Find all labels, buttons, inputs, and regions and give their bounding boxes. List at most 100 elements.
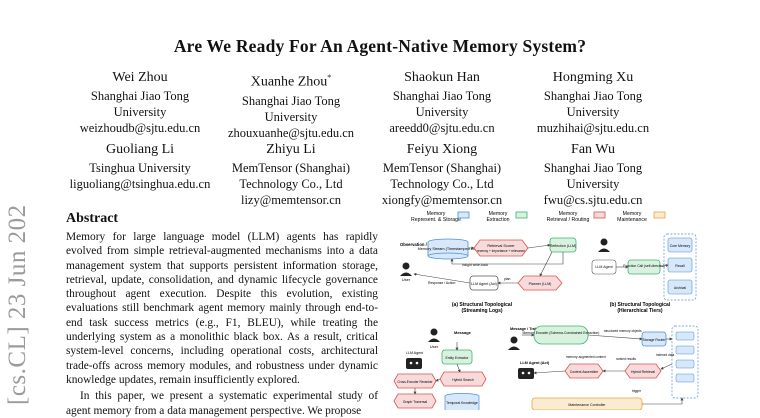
author-email[interactable]: zhouxuanhe@sjtu.edu.cn (227, 125, 355, 140)
user-icon (428, 328, 440, 342)
author-name: Xuanhe Zhou* (250, 73, 332, 90)
node-hybrid-search: Hybrid Search (439, 371, 487, 387)
svg-text:Represent. & Storage: Represent. & Storage (411, 217, 461, 223)
author-name: Feiyu Xiong (406, 142, 478, 157)
author-card: Zhiyu Li MemTensor (Shanghai) Technology… (206, 142, 376, 208)
author-card: Xuanhe Zhou* Shanghai Jiao Tong Universi… (206, 70, 376, 141)
node-retrieval-scorer: Retrieval Scorer recency + importance + … (473, 239, 529, 257)
author-name: Wei Zhou (112, 70, 168, 85)
author-affiliation: MemTensor (Shanghai) (382, 161, 502, 175)
node-observation: Observation / Experience (400, 242, 451, 247)
author-name: Hongming Xu (552, 70, 634, 85)
author-affiliation: University (264, 109, 318, 124)
svg-text:Memory: Memory (489, 211, 508, 217)
edge-label-augmented: memory-augmented context (566, 355, 606, 359)
author-affiliation: Shanghai Jiao Tong (543, 89, 643, 103)
author-affiliation: Technology Co., Ltd (390, 177, 494, 191)
author-card: Wei Zhou Shanghai Jiao Tong University w… (55, 70, 225, 136)
svg-text:Core Memory: Core Memory (670, 244, 691, 248)
author-affiliation: Shanghai Jiao Tong (392, 89, 492, 103)
node-recall: Recall (667, 257, 693, 273)
svg-text:Memory: Memory (427, 211, 446, 217)
author-email[interactable]: areedd0@sjtu.edu.cn (389, 121, 495, 135)
node-llm-agent: LLM Agent (Act) (469, 275, 499, 291)
author-email[interactable]: lizy@memtensor.cn (240, 193, 342, 207)
author-name: Zhiyu Li (266, 142, 316, 157)
node-planner: Planner (LLM) (517, 275, 563, 291)
author-name: Shaokun Han (404, 70, 480, 85)
node-llm-agent: LLM Agent (595, 265, 612, 269)
author-email[interactable]: fwu@cs.sjtu.edu.cn (543, 193, 643, 207)
node-temporal-knowledge: Temporal Knowledge (444, 393, 480, 410)
svg-text:Context Assembler: Context Assembler (570, 370, 599, 374)
edge-label-indexed: indexed data (656, 353, 674, 357)
svg-text:Recall: Recall (675, 264, 685, 268)
author-affiliation: Shanghai Jiao Tong (543, 161, 643, 175)
svg-text:Reflection (LLM): Reflection (LLM) (550, 244, 576, 248)
abstract-paragraph: Memory for large language model (LLM) ag… (66, 231, 378, 386)
svg-text:Cross-Encoder Reranker: Cross-Encoder Reranker (397, 380, 433, 384)
node-message: Message (454, 330, 472, 335)
corresponding-mark: * (327, 73, 332, 82)
panel-b-caption: (Hierarchical Tiers) (617, 308, 663, 314)
node-user: User (402, 277, 411, 282)
abstract-body: Memory for large language model (LLM) ag… (66, 230, 378, 418)
svg-text:Hybrid Retrieval: Hybrid Retrieval (631, 370, 655, 374)
author-card: Hongming Xu Shanghai Jiao Tong Universit… (508, 70, 678, 136)
paper-title: Are We Ready For An Agent-Native Memory … (173, 36, 587, 56)
svg-text:recency + importance + relevan: recency + importance + relevance (477, 249, 525, 253)
author-affiliation: Technology Co., Ltd (239, 177, 343, 191)
robot-icon (518, 368, 534, 379)
svg-text:LLM Agent (Act): LLM Agent (Act) (471, 282, 497, 286)
node-entity-extractor: Entity Extractor (441, 349, 473, 365)
edge-label-trigger: trigger (632, 389, 642, 393)
panel-a: Observation / Experience Memory Stream (… (400, 237, 577, 314)
edge-label-plan: plan (504, 277, 511, 281)
svg-text:Planner (LLM): Planner (LLM) (529, 282, 552, 286)
node-reflection: Reflection (LLM) (549, 237, 577, 253)
author-name: Fan Wu (571, 142, 615, 157)
legend-entry: Memory Represent. & Storage (411, 211, 470, 223)
node-hybrid-retrieval: Hybrid Retrieval (624, 363, 662, 379)
author-email[interactable]: liguoliang@tsinghua.edu.cn (69, 177, 211, 191)
author-email[interactable]: muzhihai@sjtu.edu.cn (536, 121, 650, 135)
author-affiliation: University (566, 177, 620, 191)
author-card: Guoliang Li Tsinghua University liguolia… (55, 142, 225, 192)
database-icon (427, 238, 469, 260)
svg-text:Archival: Archival (674, 286, 686, 290)
arxiv-identifier: [cs.CL] 23 Jun 2026 (4, 205, 31, 405)
figure-legend: Memory Represent. & Storage Memory Extra… (411, 211, 666, 223)
edge-label-response: Response / Action (428, 281, 455, 285)
node-archival: Archival (667, 279, 693, 295)
svg-text:Function Call (self-directed): Function Call (self-directed) (623, 264, 664, 268)
node-core-memory: Core Memory (667, 237, 693, 253)
panel-c: Message User LLM Agent Entity Extractor … (393, 325, 699, 410)
svg-text:Temporal Knowledge: Temporal Knowledge (446, 401, 478, 405)
abstract-section: Abstract Memory for large language model… (66, 211, 378, 418)
node-storage-router: Storage Router (641, 331, 667, 347)
edge-label-structured: structured memory objects (604, 329, 642, 333)
node-function-call: Function Call (self-directed) (623, 259, 665, 275)
node-llm-act: LLM Agent (Act) (520, 361, 550, 365)
author-affiliation: University (415, 105, 469, 119)
node-trajectory: Message / Trajectory (510, 327, 548, 331)
svg-text:Storage Router: Storage Router (643, 338, 667, 342)
svg-text:Retrieval / Routing: Retrieval / Routing (547, 217, 590, 223)
author-card: Fan Wu Shanghai Jiao Tong University fwu… (508, 142, 678, 208)
node-llm-agent: LLM Agent (406, 351, 423, 355)
panel-a-caption: (Streaming Logs) (461, 308, 502, 314)
user-icon (598, 238, 610, 252)
author-name: Guoliang Li (105, 142, 175, 157)
author-affiliation: Tsinghua University (89, 161, 191, 175)
abstract-paragraph: In this paper, we present a systematic e… (66, 390, 378, 417)
node-maintenance-controller: Maintenance Controller (531, 397, 643, 410)
author-email[interactable]: xiongfy@memtensor.cn (381, 193, 503, 207)
legend-entry: Memory Retrieval / Routing (547, 211, 606, 223)
author-email[interactable]: weizhoudb@sjtu.edu.cn (79, 121, 201, 135)
svg-text:Extraction: Extraction (486, 217, 509, 223)
robot-icon (406, 358, 422, 369)
node-memory-stream: Memory Stream (Timestamped Log) (418, 247, 480, 251)
node-graph-traversal: Graph Traversal (393, 393, 437, 409)
author-affiliation: Shanghai Jiao Tong (90, 89, 190, 103)
author-card: Feiyu Xiong MemTensor (Shanghai) Technol… (357, 142, 527, 208)
